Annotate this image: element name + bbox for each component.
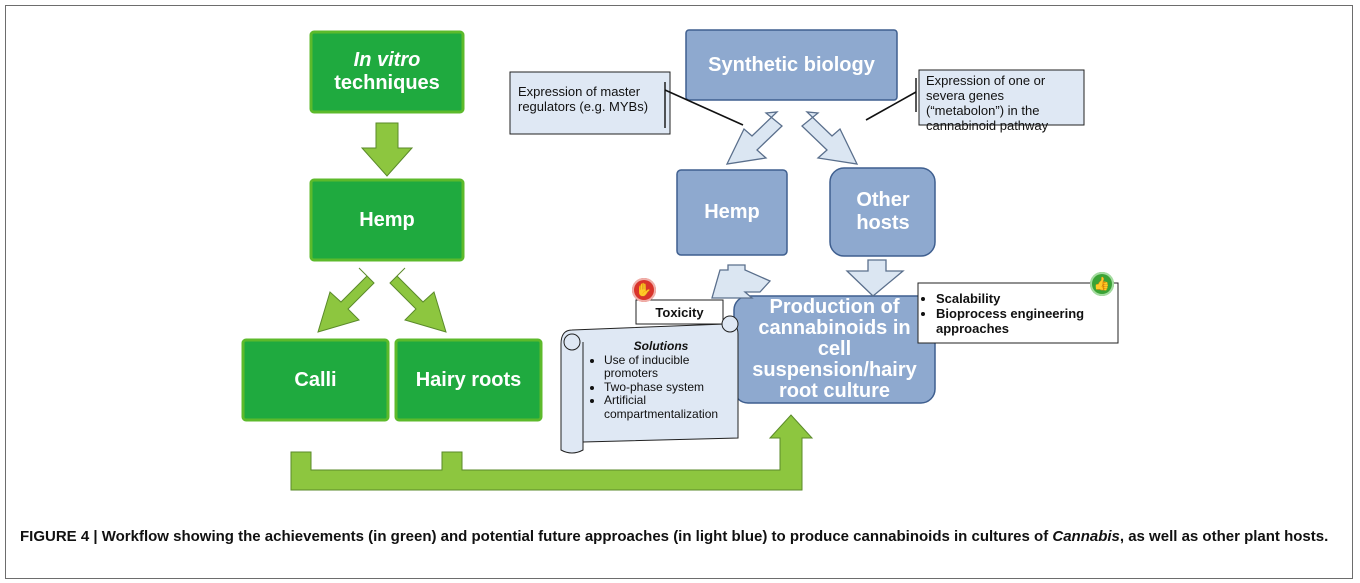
figure-frame bbox=[5, 5, 1353, 579]
hemp-left-box bbox=[309, 178, 465, 262]
solutions-scroll-curl-bottom bbox=[563, 333, 581, 351]
arrow-synbio-to-other-hosts bbox=[801, 111, 859, 165]
synthetic-biology-box bbox=[685, 29, 898, 101]
metabolon-note-box bbox=[918, 69, 1085, 126]
workflow-diagram bbox=[241, 29, 1119, 491]
benefits-item: Scalability bbox=[936, 291, 1114, 306]
solutions-title: Solutions bbox=[633, 339, 689, 353]
caption-suffix: , as well as other plant hosts. bbox=[1119, 528, 1329, 545]
solutions-item: Artificial compartmentalization bbox=[604, 393, 732, 421]
benefits-list: Scalability Bioprocess engineering appro… bbox=[924, 291, 1114, 336]
solutions-item: Two-phase system bbox=[604, 380, 732, 395]
solutions-list: Use of inducible promoters Two-phase sys… bbox=[590, 353, 732, 422]
caption-italic: Cannabis bbox=[1052, 528, 1120, 545]
benefits-item: Bioprocess engineering approaches bbox=[936, 306, 1114, 336]
benefits-note-box bbox=[917, 282, 1119, 344]
in-vitro-box bbox=[309, 30, 465, 114]
master-regulators-connector bbox=[664, 89, 744, 126]
arrow-hemp-to-production bbox=[711, 264, 772, 299]
arrow-hemp-to-hairy-roots bbox=[389, 267, 447, 333]
other-hosts-box bbox=[829, 167, 936, 257]
arrow-invitro-to-hemp bbox=[360, 122, 414, 177]
production-box bbox=[733, 295, 936, 404]
warning-icon: ✋ bbox=[632, 278, 656, 302]
figure-caption: FIGURE 4 | Workflow showing the achievem… bbox=[20, 525, 1340, 549]
hairy-roots-box bbox=[394, 338, 543, 422]
metabolon-note: Expression of one or severa genes (“meta… bbox=[926, 73, 1049, 133]
solutions-item: Use of inducible promoters bbox=[604, 353, 732, 381]
arrow-hemp-to-calli bbox=[317, 267, 375, 333]
master-regulators-note-box bbox=[509, 71, 671, 135]
hemp-right-box bbox=[676, 169, 788, 256]
toxicity-note-box bbox=[635, 299, 724, 325]
thumbs-up-icon: 👍 bbox=[1090, 272, 1114, 296]
metabolon-connector bbox=[865, 91, 917, 121]
benefits-note: Scalability Bioprocess engineering appro… bbox=[924, 291, 1114, 336]
solutions-scroll-curl-top bbox=[721, 315, 739, 333]
solutions-note: Solutions Use of inducible promoters Two… bbox=[590, 339, 732, 422]
arrow-other-hosts-to-production bbox=[845, 259, 905, 297]
calli-box bbox=[241, 338, 390, 422]
toxicity-note: Toxicity bbox=[655, 304, 704, 320]
arrow-bracket-to-production bbox=[290, 414, 814, 491]
caption-prefix: FIGURE 4 | bbox=[20, 528, 102, 545]
master-regulators-note: Expression of master regulators (e.g. MY… bbox=[518, 84, 649, 114]
arrow-synbio-to-hemp bbox=[725, 111, 783, 165]
caption-text: Workflow showing the achievements (in gr… bbox=[101, 528, 1053, 545]
